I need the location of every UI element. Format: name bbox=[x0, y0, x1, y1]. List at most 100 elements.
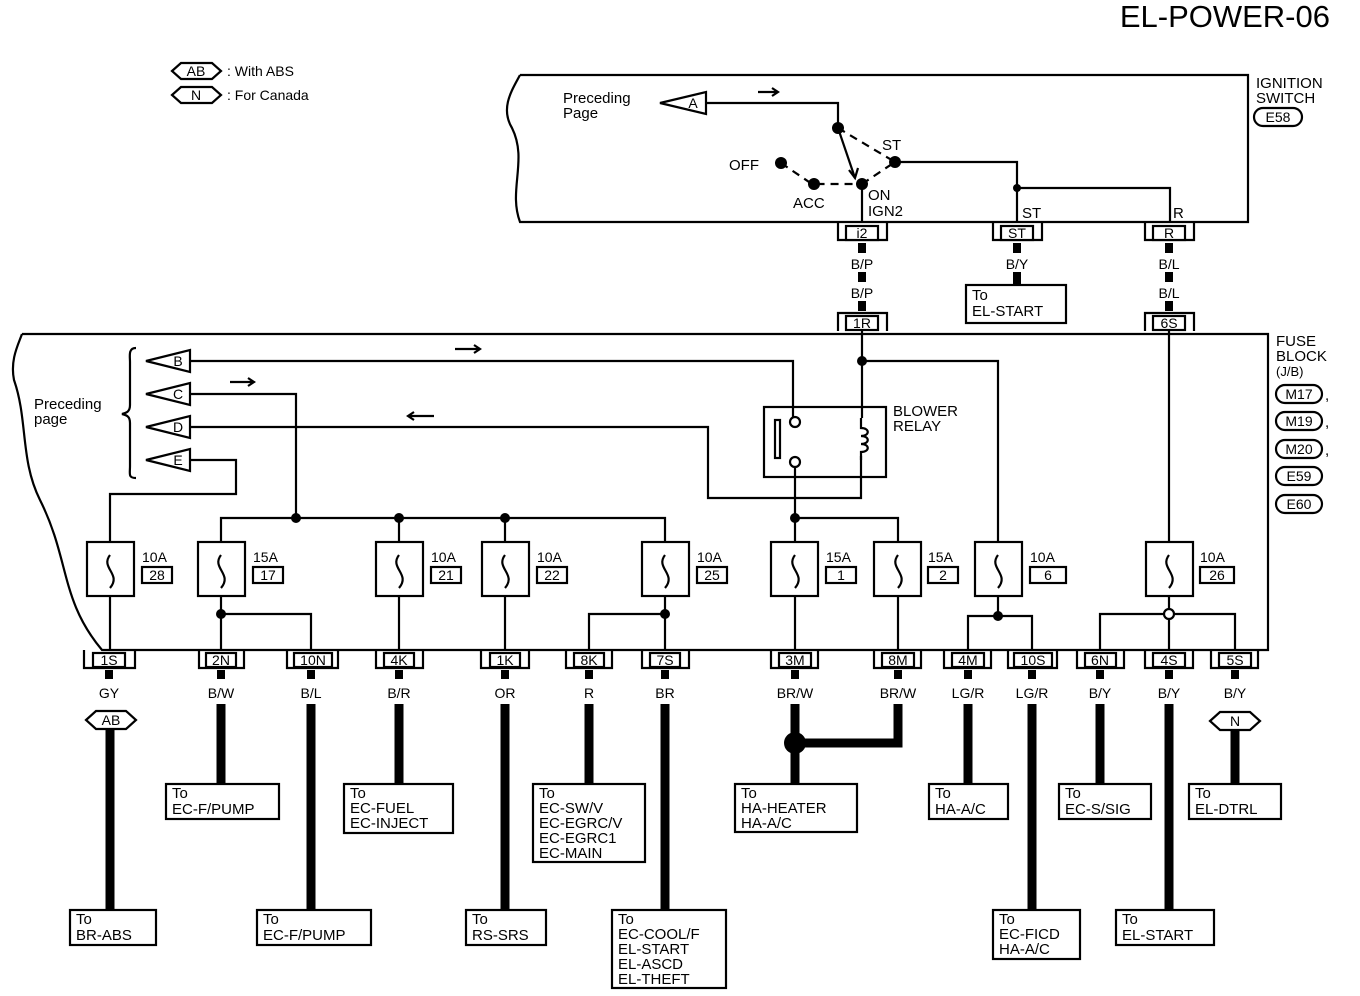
destination-box bbox=[531, 782, 647, 864]
wire-segment bbox=[1165, 272, 1173, 282]
fuse-number-box bbox=[535, 565, 569, 585]
connector-box bbox=[950, 651, 986, 669]
flow-arrow bbox=[758, 87, 780, 97]
destination-box bbox=[964, 283, 1068, 325]
fuse-rating: 15A bbox=[253, 549, 279, 565]
connector-box bbox=[1151, 314, 1187, 332]
connector-id: R bbox=[1164, 225, 1174, 241]
destination-text: To bbox=[263, 911, 279, 928]
fuse-22: 10A 22 bbox=[480, 540, 569, 598]
fuse-rating: 10A bbox=[537, 549, 563, 565]
switch-arm bbox=[836, 127, 857, 179]
connector-box bbox=[488, 651, 522, 669]
wire-color: B/Y bbox=[1089, 685, 1112, 701]
fuse-block-label: BLOCK bbox=[1276, 348, 1327, 365]
legend-tag: AB bbox=[187, 63, 206, 79]
connector-box bbox=[91, 651, 127, 669]
preceding-page-label: page bbox=[34, 411, 67, 428]
connector-id: 1K bbox=[496, 652, 514, 668]
wire-color: LG/R bbox=[1016, 685, 1049, 701]
option-tag-shape bbox=[84, 709, 138, 731]
connector-id: 6N bbox=[1091, 652, 1109, 668]
connector-box bbox=[1217, 651, 1253, 669]
wire-segment bbox=[501, 670, 509, 679]
fuse-element bbox=[994, 554, 1003, 589]
wire bbox=[895, 160, 1019, 222]
destination-text: EC-F/PUMP bbox=[263, 927, 346, 944]
wire-segment bbox=[105, 670, 113, 679]
fuse-block-label: (J/B) bbox=[1276, 364, 1303, 379]
connector-box bbox=[292, 651, 334, 669]
ignition-switch: IGNITION SWITCH E58 Preceding Page A OFF… bbox=[505, 73, 1323, 224]
wire-segment bbox=[858, 243, 866, 253]
wire-segment bbox=[1231, 670, 1239, 679]
wire-segment bbox=[395, 670, 403, 679]
wire-color: OR bbox=[495, 685, 516, 701]
destination-text: To bbox=[172, 785, 188, 802]
wire-segment bbox=[858, 301, 866, 311]
wire-color: B/Y bbox=[1006, 256, 1029, 272]
fuse-25: 10A 25 bbox=[640, 540, 729, 598]
destination-text: EL-ASCD bbox=[618, 956, 683, 973]
wire-segment bbox=[1165, 670, 1173, 679]
preceding-page-label: Preceding bbox=[563, 90, 631, 107]
switch-dashed-path bbox=[837, 127, 896, 163]
destination-text: To bbox=[76, 911, 92, 928]
fuse-element bbox=[661, 554, 670, 589]
fuse-number-box bbox=[1028, 565, 1068, 585]
wire-segment bbox=[1013, 243, 1021, 253]
fuse-number: 1 bbox=[837, 567, 845, 583]
fuse-rating: 10A bbox=[431, 549, 457, 565]
wire-color: BR/W bbox=[880, 685, 917, 701]
wire-color: GY bbox=[99, 685, 120, 701]
destination-text: To bbox=[618, 911, 634, 928]
wire-harness bbox=[795, 704, 903, 748]
junction bbox=[857, 356, 867, 366]
destination-text: To bbox=[741, 785, 757, 802]
terminal-label: R bbox=[1173, 205, 1184, 222]
connector-tag bbox=[1252, 106, 1304, 128]
connector-tag bbox=[1274, 493, 1324, 515]
output-4K: 4K B/R To EC-FUEL EC-INJECT bbox=[342, 650, 455, 835]
wire-segment bbox=[1028, 670, 1036, 679]
destination-text: EL-START bbox=[972, 303, 1043, 320]
fuse-element bbox=[1165, 554, 1174, 589]
connector-id: M20 bbox=[1285, 441, 1312, 457]
legend-tag-shape bbox=[170, 85, 223, 105]
fuse-number: 28 bbox=[149, 567, 165, 583]
wire-segment bbox=[1165, 301, 1173, 311]
position-label: ON bbox=[868, 187, 891, 204]
contact-off bbox=[775, 157, 787, 169]
output-4S: 4S B/Y To EL-START bbox=[1114, 650, 1216, 947]
ignition-switch-label: IGNITION bbox=[1256, 75, 1323, 92]
ignition-terminal-st: ST B/Y To EL-START bbox=[964, 222, 1068, 325]
fuse-28: 10A 28 bbox=[85, 540, 174, 598]
fuse-number-box bbox=[429, 565, 463, 585]
destination-box bbox=[1187, 782, 1283, 821]
fuse-element bbox=[106, 554, 115, 589]
fuse-number: 2 bbox=[939, 567, 947, 583]
junction bbox=[1013, 184, 1021, 192]
contact-acc bbox=[808, 178, 820, 190]
fuse-number-box bbox=[926, 565, 960, 585]
wire-color: BR/W bbox=[777, 685, 814, 701]
destination-text: EC-INJECT bbox=[350, 815, 428, 832]
position-label: IGN2 bbox=[868, 203, 903, 220]
connector-id: M19 bbox=[1285, 413, 1312, 429]
connector-id: 8M bbox=[888, 652, 907, 668]
output-10S: 10S LG/R To EC-FICD HA-A/C bbox=[991, 650, 1082, 961]
preceding-page-label: Preceding bbox=[34, 396, 102, 413]
destination-text: HA-A/C bbox=[999, 941, 1050, 958]
position-label: ST bbox=[882, 137, 901, 154]
wire-color: B/P bbox=[851, 256, 874, 272]
wire-segment bbox=[217, 670, 225, 679]
legend-tag-shape bbox=[170, 61, 223, 81]
ignition-terminal-r: R B/L B/L 6S bbox=[1143, 222, 1196, 332]
connector-box bbox=[648, 651, 682, 669]
connector-id: E58 bbox=[1266, 109, 1291, 125]
separator: , bbox=[1325, 414, 1329, 431]
bus-wire bbox=[219, 516, 667, 542]
relay-contact bbox=[773, 418, 782, 460]
output-6N: 6N B/Y To EC-S/SIG bbox=[1057, 650, 1153, 821]
